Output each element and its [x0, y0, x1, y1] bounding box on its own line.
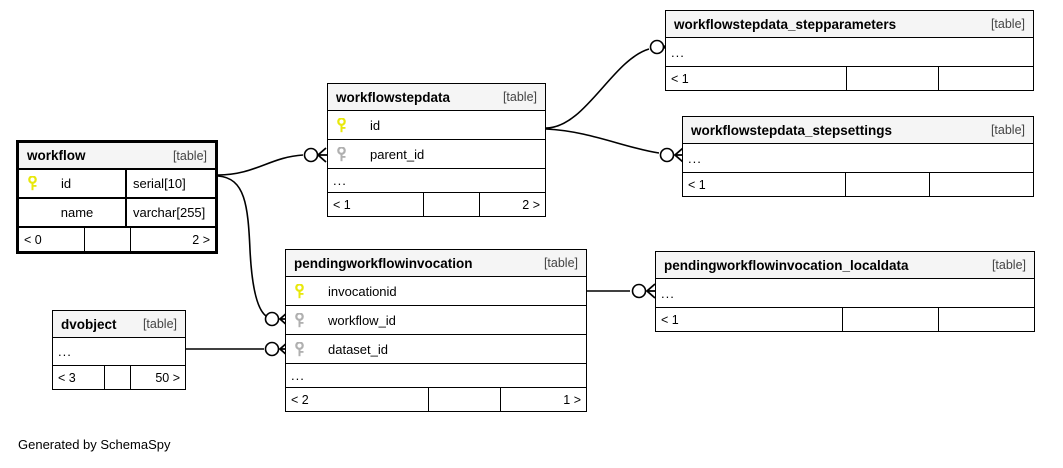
- table-row[interactable]: id: [328, 111, 545, 140]
- more-columns-indicator: ...: [328, 169, 545, 193]
- more-columns-indicator: ...: [656, 279, 1034, 308]
- table-row[interactable]: workflow_id: [286, 306, 586, 335]
- footer-middle: [846, 173, 930, 196]
- table-workflowstepdata-stepparameters[interactable]: workflowstepdata_stepparameters [table] …: [665, 10, 1034, 91]
- table-type-tag: [table]: [502, 90, 537, 104]
- more-columns-indicator: ...: [666, 38, 1033, 67]
- table-header: workflowstepdata_stepparameters [table]: [666, 11, 1033, 38]
- table-title: workflowstepdata_stepsettings: [691, 122, 893, 138]
- footer-child-count: 2 >: [192, 232, 210, 247]
- table-header: pendingworkflowinvocation [table]: [286, 250, 586, 277]
- edge-workflowstepdata-stepparameters: [545, 48, 650, 129]
- table-header: workflow [table]: [19, 143, 215, 170]
- edge-workflowstepdata-stepsettings: [545, 128, 660, 154]
- table-type-tag: [table]: [991, 258, 1026, 272]
- table-title: dvobject: [61, 316, 117, 332]
- edge-optional-marker: [659, 147, 675, 163]
- table-pendingworkflowinvocation[interactable]: pendingworkflowinvocation [table] invoca…: [285, 249, 587, 412]
- table-header: workflowstepdata [table]: [328, 84, 545, 111]
- column-name: workflow_id: [328, 312, 396, 328]
- table-type-tag: [table]: [990, 123, 1025, 137]
- table-type-tag: [table]: [142, 317, 177, 331]
- more-columns-indicator: ...: [53, 338, 185, 366]
- column-name: dataset_id: [328, 341, 388, 357]
- footer-parent-count: < 1: [666, 67, 847, 90]
- primary-key-icon: [19, 176, 45, 191]
- column-name: id: [61, 176, 72, 191]
- edge-optional-marker: [264, 341, 280, 357]
- edge-optional-marker: [631, 283, 647, 299]
- table-workflowstepdata[interactable]: workflowstepdata [table] id pare: [327, 83, 546, 217]
- footer-middle: [105, 366, 131, 389]
- primary-key-icon: [328, 117, 354, 133]
- table-type-tag: [table]: [543, 256, 578, 270]
- footer-parent-count: < 0: [19, 228, 85, 251]
- edge-optional-marker: [649, 39, 665, 55]
- column-name: invocationid: [328, 283, 397, 299]
- footer-middle: [429, 388, 501, 411]
- table-header: dvobject [table]: [53, 311, 185, 338]
- footer-child-count: [930, 173, 1033, 196]
- table-workflow[interactable]: workflow [table] id serial[10] name varc…: [16, 140, 218, 254]
- footer-child-count: 1 >: [563, 392, 581, 407]
- table-footer: < 3 50 >: [53, 366, 185, 389]
- table-row[interactable]: id serial[10]: [19, 170, 215, 199]
- edge-optional-marker: [303, 147, 319, 163]
- edge-workflow-workflowstepdata: [217, 154, 304, 176]
- table-footer: < 1: [656, 308, 1034, 331]
- foreign-key-icon: [286, 312, 312, 328]
- table-title: workflow: [27, 148, 86, 163]
- crowsfoot-icon: [316, 147, 327, 163]
- generated-by-credit: Generated by SchemaSpy: [18, 437, 171, 452]
- table-dvobject[interactable]: dvobject [table] ... < 3 50 >: [52, 310, 186, 390]
- table-title: pendingworkflowinvocation: [294, 255, 473, 271]
- footer-parent-count: < 2: [286, 388, 429, 411]
- footer-parent-count: < 1: [328, 193, 424, 216]
- table-row[interactable]: invocationid: [286, 277, 586, 306]
- table-type-tag: [table]: [172, 148, 207, 163]
- table-title: workflowstepdata_stepparameters: [674, 16, 897, 32]
- footer-middle: [843, 308, 939, 331]
- footer-parent-count: < 1: [683, 173, 846, 196]
- column-name: name: [60, 205, 94, 220]
- footer-middle: [847, 67, 939, 90]
- column-type: serial[10]: [125, 170, 215, 197]
- table-type-tag: [table]: [990, 17, 1025, 31]
- edge-workflow-pendingworkflowinvocation: [217, 175, 267, 317]
- footer-parent-count: < 3: [53, 366, 105, 389]
- footer-middle: [85, 228, 131, 251]
- footer-child-count: 50 >: [155, 370, 180, 385]
- primary-key-icon: [286, 283, 312, 299]
- edge-optional-marker: [264, 311, 280, 327]
- table-header: pendingworkflowinvocation_localdata [tab…: [656, 252, 1034, 279]
- footer-child-count: 2 >: [522, 197, 540, 212]
- footer-parent-count: < 1: [656, 308, 843, 331]
- more-columns-indicator: ...: [286, 364, 586, 388]
- footer-child-count: [939, 308, 1034, 331]
- more-columns-indicator: ...: [683, 144, 1033, 173]
- table-pendingworkflowinvocation-localdata[interactable]: pendingworkflowinvocation_localdata [tab…: [655, 251, 1035, 332]
- table-footer: < 1: [683, 173, 1033, 196]
- table-footer: < 1: [666, 67, 1033, 90]
- foreign-key-icon: [286, 341, 312, 357]
- table-footer: < 1 2 >: [328, 193, 545, 216]
- foreign-key-icon: [328, 146, 354, 162]
- column-name: parent_id: [370, 146, 425, 162]
- footer-middle: [424, 193, 480, 216]
- table-row[interactable]: dataset_id: [286, 335, 586, 364]
- table-footer: < 2 1 >: [286, 388, 586, 411]
- table-header: workflowstepdata_stepsettings [table]: [683, 117, 1033, 144]
- table-row[interactable]: name varchar[255]: [19, 199, 215, 228]
- table-row[interactable]: parent_id: [328, 140, 545, 169]
- table-title: pendingworkflowinvocation_localdata: [664, 257, 909, 273]
- table-title: workflowstepdata: [336, 89, 451, 105]
- table-footer: < 0 2 >: [19, 228, 215, 251]
- footer-child-count: [939, 67, 1033, 90]
- column-type: varchar[255]: [125, 199, 215, 226]
- table-workflowstepdata-stepsettings[interactable]: workflowstepdata_stepsettings [table] ..…: [682, 116, 1034, 197]
- column-name: id: [370, 117, 381, 133]
